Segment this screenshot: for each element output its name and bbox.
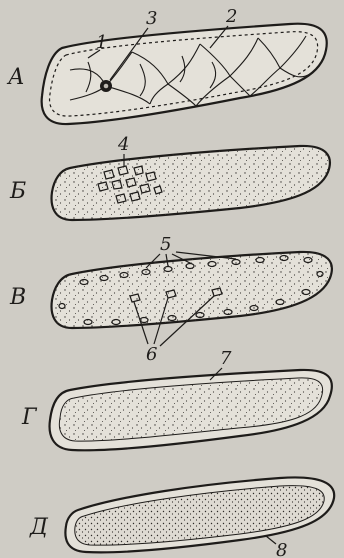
callout-2: 2 [225,6,237,27]
callout-4: 4 [117,134,129,155]
stage-label-d: Г [21,405,38,430]
cell-a-nucleus [100,80,112,92]
leader-8 [266,536,276,544]
stage-label-a: А [6,65,25,90]
callout-1: 1 [96,32,107,53]
stage-label-c: В [9,285,26,310]
stage-b: Б 4 [9,134,330,220]
stage-a: А 1 3 2 [6,6,327,124]
stage-c: В 5 6 [9,234,332,365]
stage-e: Д 8 [29,477,334,558]
callout-3: 3 [146,8,157,29]
cell-e-cytoplasm [75,486,324,546]
callout-5: 5 [160,234,171,255]
stage-label-b: Б [9,179,26,204]
callout-6: 6 [146,344,157,365]
callout-8: 8 [276,540,287,558]
cell-b-cytoplasm [52,146,330,220]
callout-7: 7 [220,348,232,369]
stage-label-e: Д [29,515,49,540]
stage-d: Г 7 [21,348,332,450]
